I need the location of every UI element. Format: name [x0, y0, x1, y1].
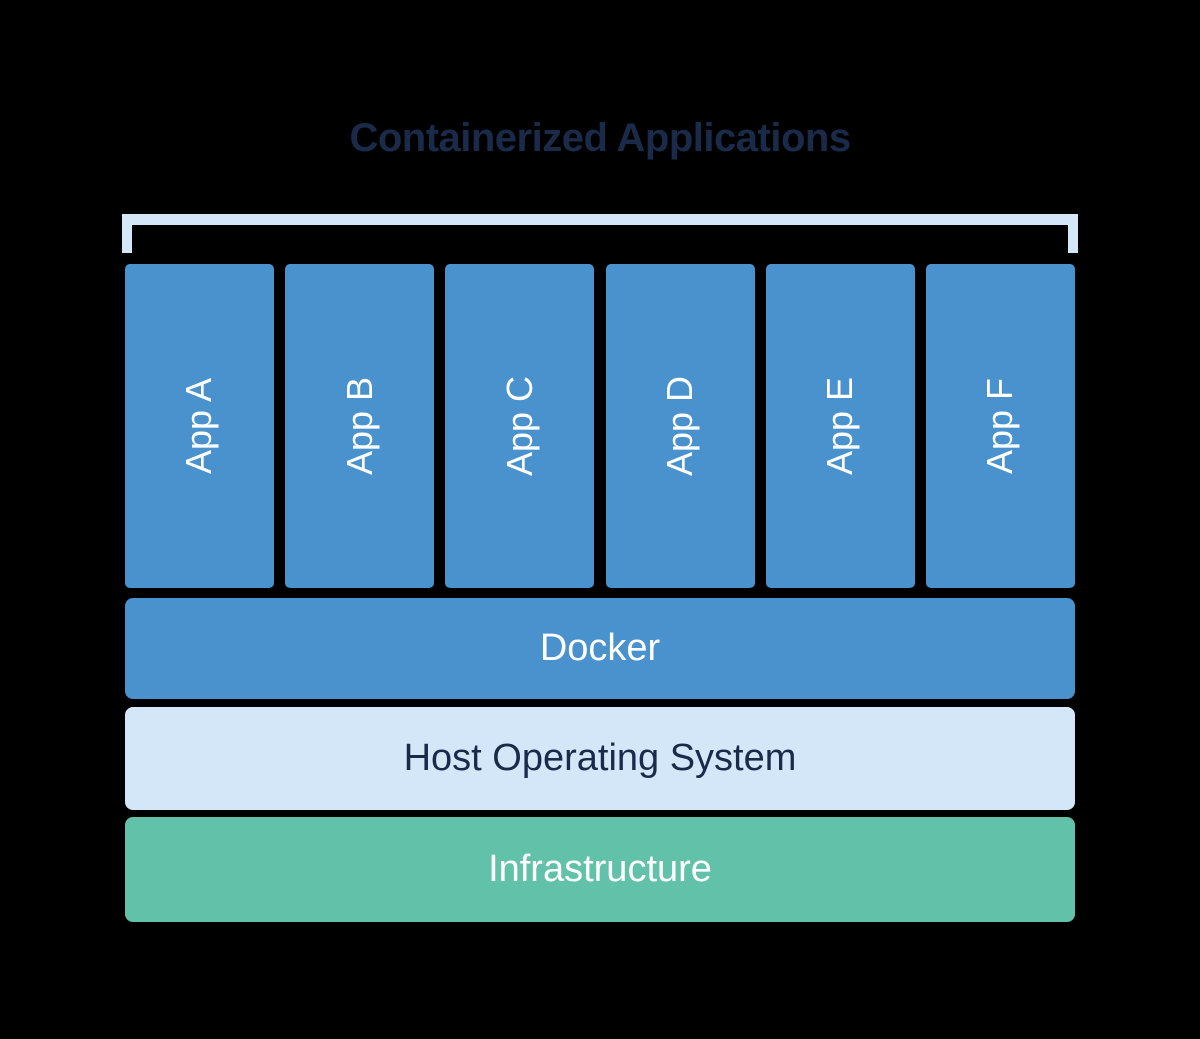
app-box-f-label: App F	[979, 377, 1021, 475]
docker-layer: Docker	[125, 598, 1075, 699]
app-box-a-label: App A	[178, 377, 220, 475]
app-containers-row: App A App B App C App D App E App F	[125, 264, 1075, 588]
app-box-b: App B	[285, 264, 435, 588]
app-box-d: App D	[605, 264, 755, 588]
docker-layer-label: Docker	[539, 627, 661, 669]
app-box-e: App E	[765, 264, 915, 588]
app-box-e-label: App E	[819, 376, 861, 476]
app-box-c-label: App C	[498, 375, 540, 477]
app-box-d-label: App D	[659, 375, 701, 477]
app-box-c: App C	[445, 264, 595, 588]
host-os-layer: Host Operating System	[125, 707, 1075, 810]
diagram-title: Containerized Applications	[349, 116, 851, 160]
host-os-layer-label: Host Operating System	[403, 737, 797, 779]
infrastructure-layer-label: Infrastructure	[488, 848, 712, 890]
app-box-b-label: App B	[338, 376, 380, 476]
containerized-apps-bracket	[122, 214, 1078, 253]
app-box-a: App A	[125, 264, 274, 588]
infrastructure-layer: Infrastructure	[125, 817, 1075, 922]
app-box-f: App F	[925, 264, 1075, 588]
